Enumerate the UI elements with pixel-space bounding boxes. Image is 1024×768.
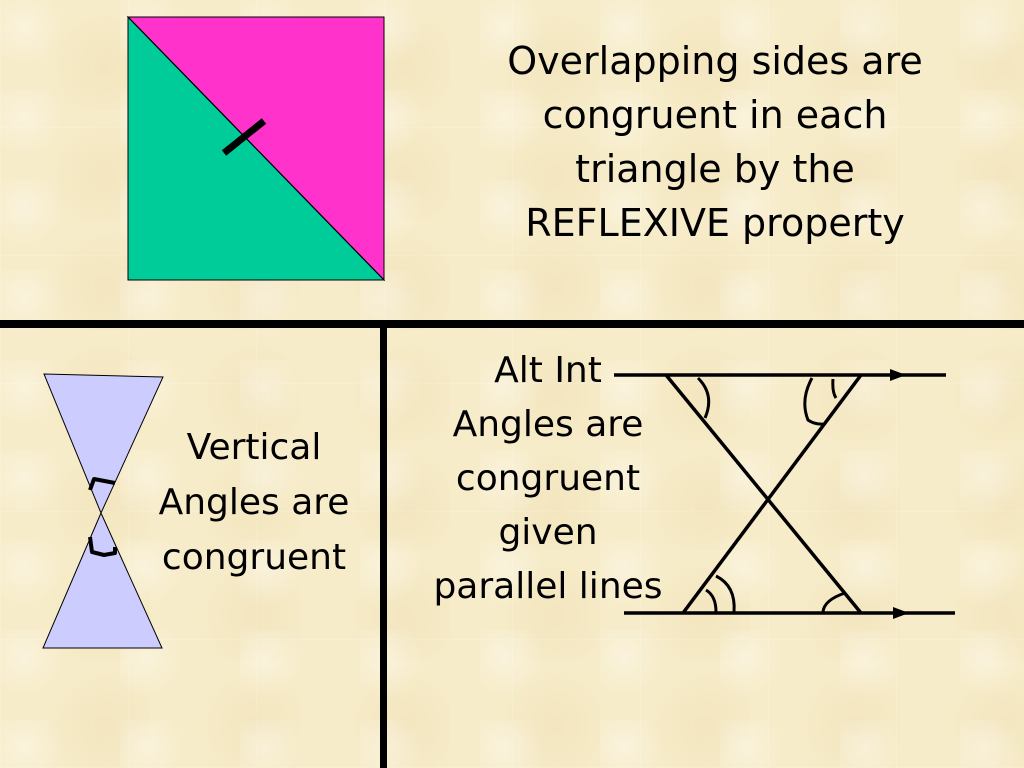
caption-line: congruent [455,458,641,499]
caption-line: Vertical [186,427,322,468]
angle-arc-top-left-icon [696,376,711,419]
reflexive-property-caption: Overlapping sides are congruent in each … [470,34,960,250]
bottom-arrow-icon [893,607,909,619]
caption-line: Angles are [452,404,644,445]
caption-line: congruent in each [542,93,888,137]
angle-arc-top-right-inner-icon [831,378,838,399]
alt-int-angles-caption: Alt Int Angles are congruent given paral… [408,344,688,614]
caption-line: congruent [161,537,347,578]
lower-triangle [42,511,163,649]
top-arrow-icon [890,369,906,381]
angle-mark-lower-icon [88,536,117,557]
transversal-2 [681,373,863,615]
caption-line: Alt Int [494,350,602,391]
caption-line: given [498,512,598,553]
upper-triangle [43,373,164,515]
angle-mark-upper-icon [88,477,116,491]
caption-line: triangle by the [575,147,855,191]
caption-line: REFLEXIVE property [525,201,905,245]
caption-line: Angles are [158,482,350,523]
caption-line: Overlapping sides are [507,39,923,83]
angle-arc-bottom-left-inner-icon [705,588,718,613]
vertical-angles-figure [42,373,164,649]
vertical-angles-caption: Vertical Angles are congruent [138,420,370,585]
angle-arc-bottom-right-icon [821,591,846,613]
reflexive-square-figure [126,15,386,282]
angle-arc-bottom-left-icon [715,574,736,613]
caption-line: parallel lines [433,566,663,607]
alt-int-angles-figure [614,369,955,619]
congruence-tick-icon [221,118,267,156]
transversal-1 [664,373,863,615]
shared-diagonal [127,16,385,281]
vertical-divider [380,326,387,768]
angle-arc-top-right-icon [803,377,826,426]
horizontal-divider [0,320,1024,328]
